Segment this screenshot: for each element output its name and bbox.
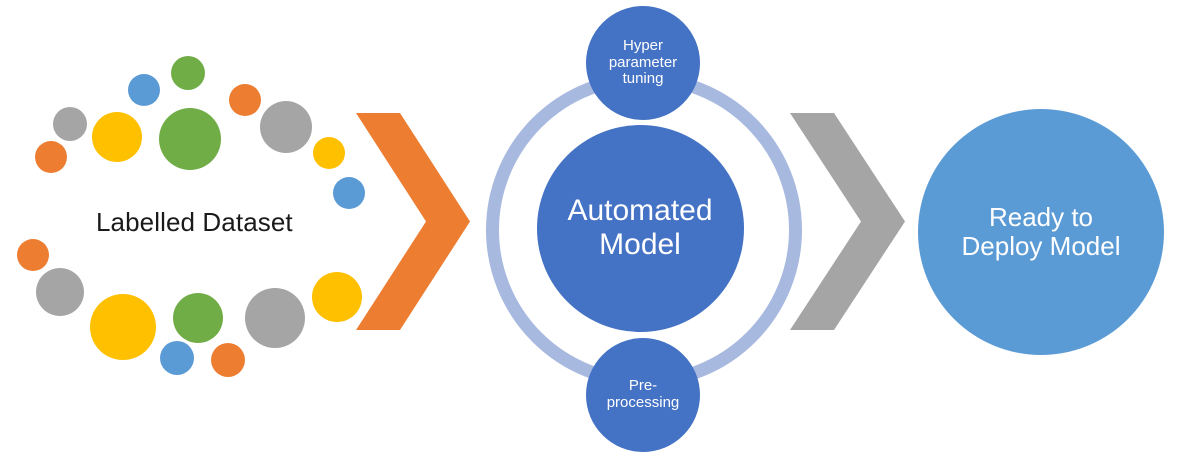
pre-processing-label: Pre- processing <box>606 377 680 411</box>
dot-orange-left-lower <box>17 239 49 271</box>
pre-processing-circle[interactable]: Pre- processing <box>586 338 700 452</box>
dot-blue-bottom <box>160 341 194 375</box>
dot-yellow-big-bottom <box>90 294 156 360</box>
ready-to-deploy-model-label: Ready to Deploy Model <box>961 201 1121 261</box>
hyperparameter-tuning-label: Hyper parameter tuning <box>608 36 678 88</box>
dot-gray-right-upper <box>260 101 312 153</box>
dot-gray-big-bottom <box>245 288 305 348</box>
dot-green-top <box>171 56 205 90</box>
dot-blue-right <box>333 177 365 209</box>
gray-chevron-icon <box>790 113 905 330</box>
labelled-dataset-label: Labelled Dataset <box>96 207 293 237</box>
dot-green-big-top <box>159 108 221 170</box>
dot-gray-left-upper <box>53 107 87 141</box>
dot-yellow-right-upper <box>313 137 345 169</box>
dot-orange-bottom <box>211 343 245 377</box>
dot-green-bottom <box>173 293 223 343</box>
dot-gray-left-lower <box>36 268 84 316</box>
dot-yellow-right-lower <box>312 272 362 322</box>
dot-orange-upper-right <box>229 84 261 116</box>
automated-model-label: Automated Model <box>567 194 713 261</box>
dot-orange-far-left <box>35 141 67 173</box>
hyperparameter-tuning-circle[interactable]: Hyper parameter tuning <box>586 6 700 120</box>
dot-blue-upper-left <box>128 74 160 106</box>
ready-to-deploy-model-circle[interactable]: Ready to Deploy Model <box>918 109 1164 355</box>
dot-yellow-left <box>92 112 142 162</box>
labelled-dataset-cluster <box>0 0 380 457</box>
automated-model-circle[interactable]: Automated Model <box>536 124 744 332</box>
orange-chevron-icon <box>356 113 470 330</box>
